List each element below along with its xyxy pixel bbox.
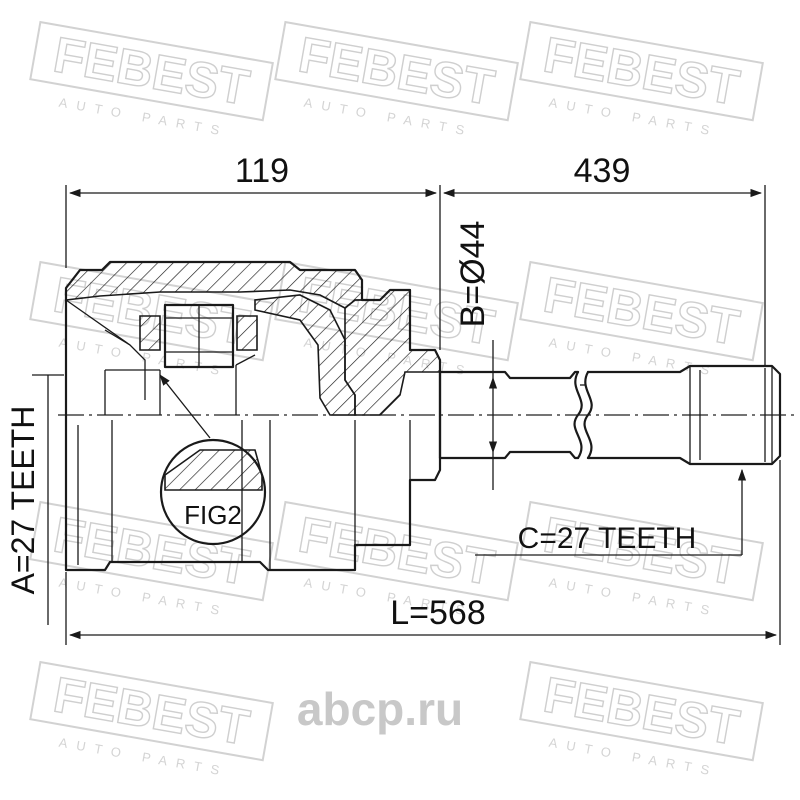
watermark-frame bbox=[29, 20, 274, 122]
dim-inner-splines: C=27 TEETH bbox=[518, 522, 697, 555]
dim-outer-splines: A=27 TEETH bbox=[5, 406, 41, 595]
watermark-frame bbox=[519, 20, 764, 122]
dim-overall-length: L=568 bbox=[390, 594, 486, 632]
watermark-frame bbox=[519, 660, 764, 762]
watermark-frame bbox=[274, 20, 519, 122]
dimension-lines: 119 439 B=Ø44 C=27 TEETH A=27 TEETH L=56… bbox=[5, 152, 781, 645]
watermark-frame bbox=[29, 660, 274, 762]
watermark-frame bbox=[519, 260, 764, 362]
watermark-frame bbox=[29, 500, 274, 602]
fig2-callout: FIG2 bbox=[159, 374, 267, 546]
watermark-frame bbox=[519, 500, 764, 602]
dim-seal-diameter: B=Ø44 bbox=[454, 221, 492, 328]
watermark-site: abcp.ru bbox=[297, 683, 463, 735]
dim-shaft-length: 439 bbox=[574, 152, 631, 190]
dim-housing-length: 119 bbox=[235, 152, 289, 190]
drive-shaft bbox=[438, 364, 782, 466]
watermark-frame bbox=[274, 500, 519, 602]
joint-housing bbox=[64, 260, 442, 572]
fig2-label: FIG2 bbox=[184, 500, 242, 530]
